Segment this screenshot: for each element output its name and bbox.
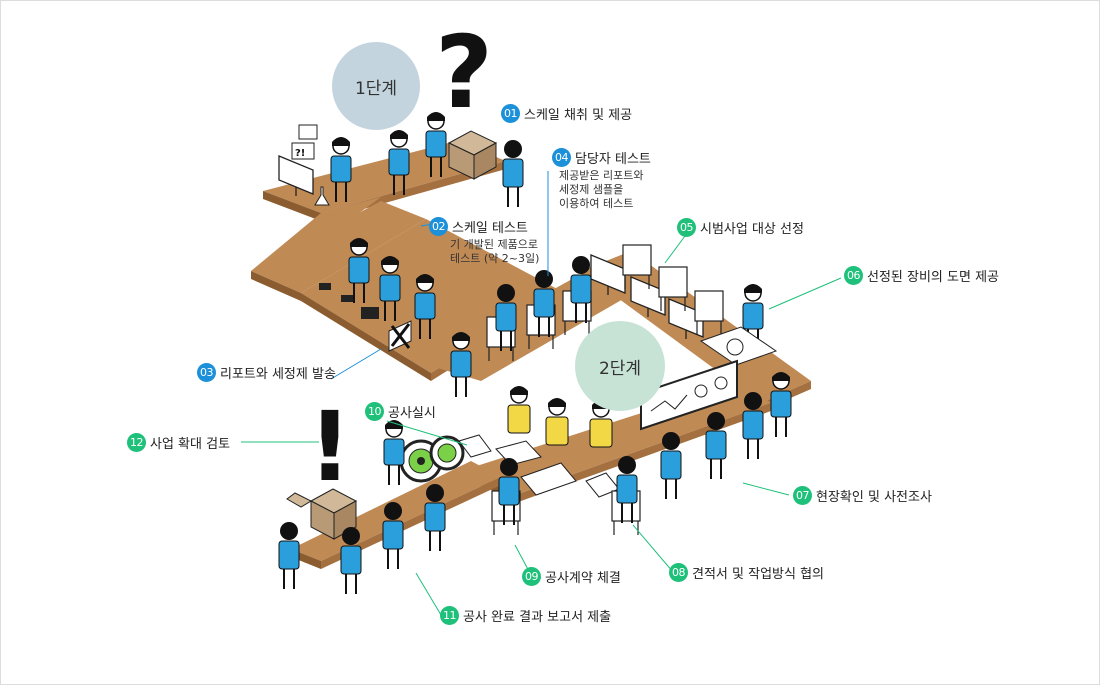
person-figure (770, 371, 792, 438)
step-03: 03 리포트와 세정제 발송 (197, 363, 336, 382)
step-label: 선정된 장비의 도면 제공 (867, 270, 999, 285)
worker-figure (507, 385, 531, 434)
person-figure (383, 419, 405, 486)
person-figure (705, 411, 727, 480)
step-11: 11 공사 완료 결과 보고서 제출 (440, 606, 611, 625)
step-number-badge: 11 (440, 606, 459, 625)
step-04: 04 담당자 테스트 (552, 148, 651, 167)
step-label: 공사계약 체결 (545, 571, 621, 586)
step-10: 10 공사실시 (365, 402, 436, 421)
step-01: 01 스케일 채취 및 제공 (501, 104, 632, 123)
flask-icon (314, 186, 330, 206)
exclamation-mark-icon: ! (308, 391, 352, 503)
blueprint-board-icon (640, 359, 738, 431)
step-number-badge: 05 (677, 218, 696, 237)
document-icon (458, 434, 620, 498)
gift-box-icon (388, 320, 412, 352)
stage2-circle: 2단계 (575, 321, 665, 411)
step-number-badge: 07 (793, 486, 812, 505)
step-label: 시범사업 대상 선정 (700, 222, 804, 237)
person-figure (382, 501, 404, 570)
stage1-circle: 1단계 (332, 42, 420, 130)
blueprint-sheet-icon (699, 326, 778, 366)
step-label: 공사실시 (388, 406, 436, 421)
leader-lines (241, 235, 842, 616)
person-figure (424, 483, 446, 552)
question-mark-icon: ? (435, 14, 494, 131)
person-figure (660, 431, 682, 500)
person-figure (450, 331, 472, 398)
step-05: 05 시범사업 대상 선정 (677, 218, 804, 237)
step-number-badge: 04 (552, 148, 571, 167)
step-label: 담당자 테스트 (575, 152, 651, 167)
person-figure (340, 526, 362, 595)
speech-note-icon: ?! (291, 124, 318, 160)
step-04-description: 제공받은 리포트와 세정제 샘플을 이용하여 테스트 (559, 169, 644, 210)
step-label: 공사 완료 결과 보고서 제출 (463, 610, 612, 625)
step-number-badge: 03 (197, 363, 216, 382)
step-number-badge: 09 (522, 567, 541, 586)
sample-blocks-icon (319, 283, 379, 319)
person-figure (278, 521, 300, 590)
step-number-badge: 08 (669, 563, 688, 582)
step-02-description: 기 개발된 제품으로 테스트 (약 2~3일) (450, 238, 540, 265)
step-label: 스케일 테스트 (452, 221, 528, 236)
note-text: ?! (295, 148, 305, 159)
stage2-label: 2단계 (598, 358, 642, 379)
step-label: 현장확인 및 사전조사 (816, 490, 932, 505)
step-07: 07 현장확인 및 사전조사 (793, 486, 932, 505)
step-label: 사업 확대 검토 (150, 437, 231, 452)
step-number-badge: 02 (429, 217, 448, 236)
person-figure (742, 391, 764, 460)
step-label: 스케일 채취 및 제공 (524, 108, 633, 123)
box-icon (447, 130, 498, 180)
step-06: 06 선정된 장비의 도면 제공 (844, 266, 999, 285)
step-number-badge: 06 (844, 266, 863, 285)
step-number-badge: 01 (501, 104, 520, 123)
step-label: 리포트와 세정제 발송 (220, 367, 336, 382)
step-09: 09 공사계약 체결 (522, 567, 621, 586)
step-12: 12 사업 확대 검토 (127, 433, 230, 452)
person-figure (502, 139, 524, 208)
fan-wheel-icon (399, 435, 465, 483)
step-08: 08 견적서 및 작업방식 협의 (669, 563, 824, 582)
worker-figure (545, 397, 569, 446)
step-number-badge: 10 (365, 402, 384, 421)
step-number-badge: 12 (127, 433, 146, 452)
step-02: 02 스케일 테스트 (429, 217, 528, 236)
stage1-label: 1단계 (354, 78, 398, 99)
step-label: 견적서 및 작업방식 협의 (692, 567, 824, 582)
